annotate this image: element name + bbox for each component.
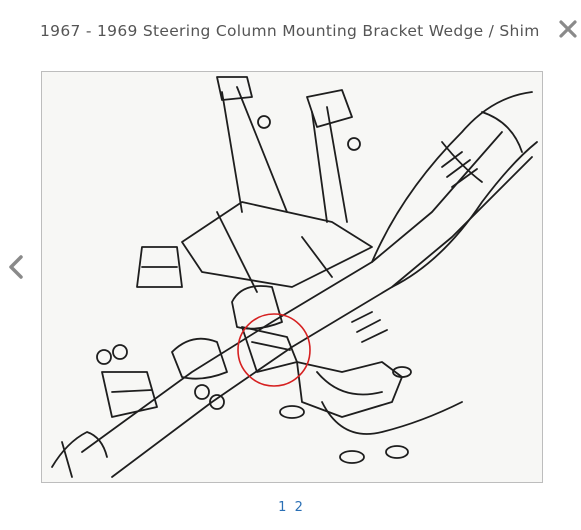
close-button[interactable] — [556, 14, 580, 44]
pagination: 1 2 — [0, 500, 581, 515]
steering-column-drawing — [42, 72, 542, 482]
dialog-title: 1967 - 1969 Steering Column Mounting Bra… — [40, 22, 540, 40]
page-link-1[interactable]: 1 — [278, 500, 287, 515]
highlight-circle — [237, 313, 311, 387]
chevron-left-icon — [9, 255, 23, 279]
close-icon — [559, 20, 577, 38]
previous-image-button[interactable] — [4, 250, 28, 284]
page-link-2[interactable]: 2 — [294, 500, 303, 515]
diagram-image — [41, 71, 543, 483]
